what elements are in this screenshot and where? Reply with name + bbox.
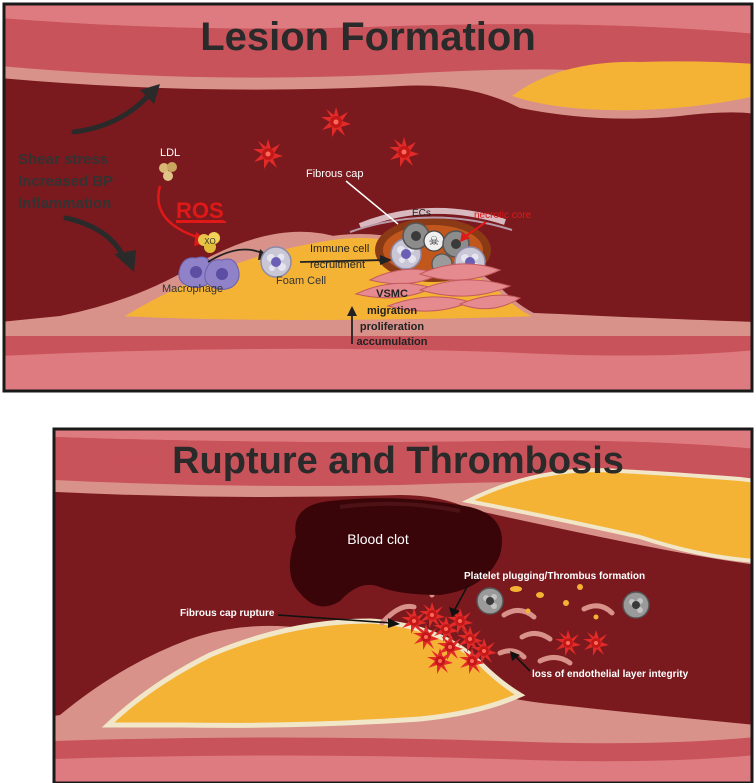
recruitment-arrow-head-icon <box>380 255 392 265</box>
ldl-label: LDL <box>160 147 180 159</box>
arrow-up-icon <box>71 84 160 135</box>
vsmc-cells <box>354 263 522 312</box>
fibrous-cap-rupture-label: Fibrous cap rupture <box>180 608 275 619</box>
recruitment-arrow <box>299 259 385 263</box>
driver-inflammation: Inflammation <box>18 195 111 212</box>
vsmc-proliferation: proliferation <box>360 321 424 333</box>
xo-enzyme-icon: XO <box>198 232 220 253</box>
necrotic-core-pointer-head-icon <box>460 232 470 242</box>
rupture-title: Rupture and Thrombosis <box>172 440 624 482</box>
driver-shear-stress: Shear stress <box>18 151 108 168</box>
lesion-title: Lesion Formation <box>200 15 536 59</box>
immune-recruitment-line1: Immune cell <box>310 243 369 255</box>
immune-cell-icon <box>476 587 504 615</box>
rupture-pointer <box>277 614 393 624</box>
ros-label: ROS <box>176 198 224 223</box>
endothelial-fragments <box>379 564 615 666</box>
platelet-pointer <box>453 584 469 612</box>
platelet-pointer-head-icon <box>449 607 460 617</box>
ros-arrow <box>157 185 201 240</box>
rupture-thrombosis-diagram: Rupture and Thrombosis Blood clot Platel… <box>52 427 754 783</box>
vsmc-migration: migration <box>367 305 417 317</box>
fibrous-cap-label: Fibrous cap <box>306 168 363 180</box>
lesion-formation-diagram: Lesion Formation Shear stress Increased … <box>2 2 754 393</box>
arrow-down-icon <box>63 215 136 272</box>
endothelial-loss-label: loss of endothelial layer integrity <box>532 669 689 680</box>
endothelial-pointer-head-icon <box>510 651 520 661</box>
platelet-plugging-label: Platelet plugging/Thrombus formation <box>464 571 645 582</box>
rupture-pointer-head-icon <box>388 618 400 628</box>
vsmc-accumulation: accumulation <box>357 336 428 348</box>
necrotic-core-label: necrotic core <box>474 210 532 221</box>
fibrous-cap-pointer <box>345 180 399 225</box>
driver-increased-bp: Increased BP <box>18 173 113 190</box>
vsmc-label: VSMC <box>376 288 408 300</box>
ldl-particle-icon <box>159 162 177 181</box>
immune-cell-icon <box>622 591 650 619</box>
core-cell-icon <box>402 222 430 250</box>
ecs-label: ECs <box>412 208 431 219</box>
foam-cell-icon <box>260 246 292 278</box>
skull-icon: ☠ <box>423 230 445 252</box>
macrophage-label: Macrophage <box>162 283 223 295</box>
lipid-debris <box>510 584 599 620</box>
vsmc-arrow-head-icon <box>347 306 357 316</box>
endothelial-pointer <box>513 654 531 672</box>
necrotic-core-pointer <box>465 221 487 237</box>
foam-cell-label: Foam Cell <box>276 275 326 287</box>
blood-clot-label: Blood clot <box>347 531 409 547</box>
xo-label: XO <box>204 237 216 246</box>
lesion-formation-panel: Lesion Formation Shear stress Increased … <box>2 2 754 393</box>
rupture-thrombosis-panel: Rupture and Thrombosis Blood clot Platel… <box>0 425 756 783</box>
svg-text:☠: ☠ <box>429 234 440 248</box>
